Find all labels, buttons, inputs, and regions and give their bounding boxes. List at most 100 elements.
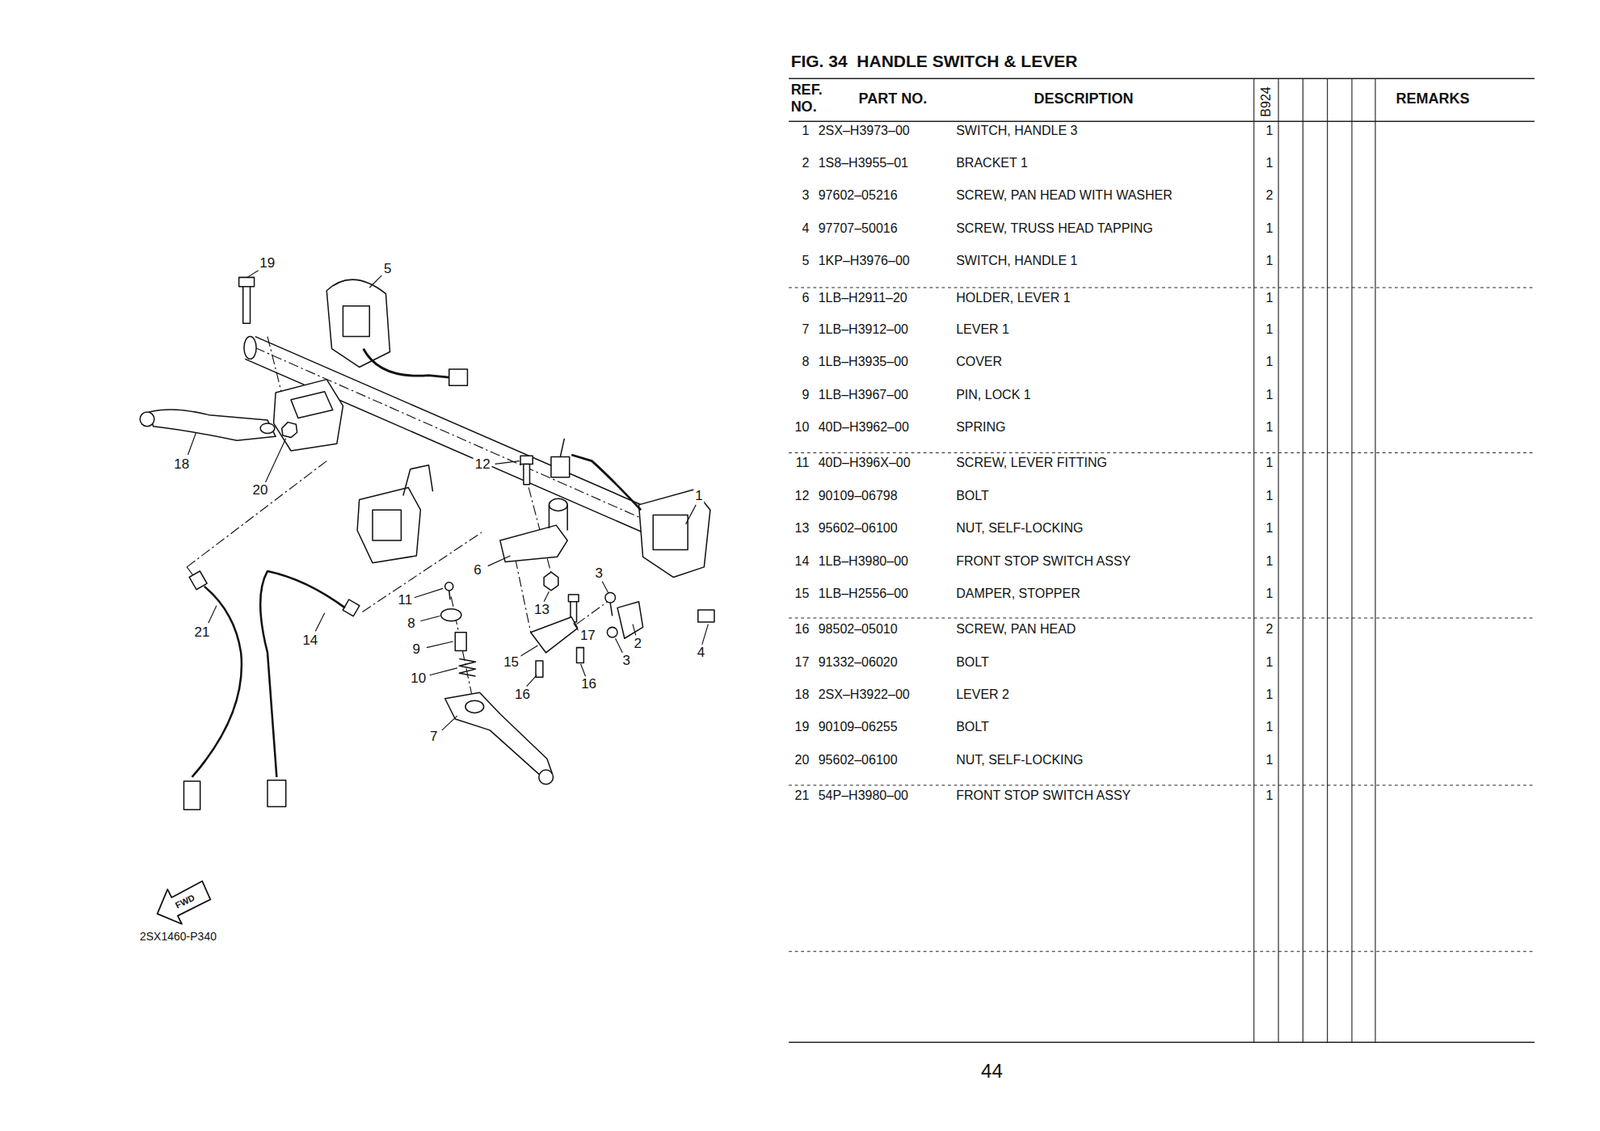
part-description: FRONT STOP SWITCH ASSY <box>955 788 1131 804</box>
callout-number: 4 <box>695 644 707 662</box>
page-number: 44 <box>981 1060 1003 1083</box>
callout-number: 2 <box>631 635 643 653</box>
ref-number: 1 <box>801 122 809 138</box>
part-number: 91332–06020 <box>818 654 898 670</box>
part-number: 98502–05010 <box>818 622 898 637</box>
ref-number: 16 <box>795 622 810 637</box>
ref-number: 9 <box>801 387 809 402</box>
quantity: 1 <box>1265 455 1273 471</box>
quantity: 1 <box>1265 122 1273 138</box>
callout-number: 12 <box>473 456 493 473</box>
callout-number: 13 <box>532 602 552 619</box>
part-number: 40D–H396X–00 <box>818 455 911 471</box>
column-header: DESCRIPTION <box>1034 90 1134 108</box>
part-description: SCREW, TRUSS HEAD TAPPING <box>955 221 1154 236</box>
column-header: PART NO. <box>858 90 928 108</box>
ref-number: 10 <box>795 420 810 435</box>
callout-number: 10 <box>408 670 428 687</box>
quantity: 1 <box>1265 221 1273 236</box>
part-number: 95602–06100 <box>818 521 898 536</box>
quantity: 2 <box>1265 622 1273 637</box>
part-description: BRACKET 1 <box>955 155 1028 171</box>
quantity: 1 <box>1265 553 1273 569</box>
callout-number: 17 <box>578 627 598 645</box>
ref-number: 14 <box>795 553 810 569</box>
part-number: 1LB–H3912–00 <box>818 322 909 337</box>
part-number: 90109–06255 <box>818 720 898 735</box>
part-number: 2SX–H3922–00 <box>818 687 910 703</box>
quantity: 1 <box>1265 290 1273 306</box>
callout-number: 9 <box>410 642 422 659</box>
part-description: SWITCH, HANDLE 3 <box>955 122 1078 138</box>
part-number: 1LB–H3935–00 <box>818 354 909 370</box>
part-number: 1LB–H2556–00 <box>818 586 909 602</box>
callout-number: 16 <box>579 677 598 694</box>
quantity: 1 <box>1265 354 1273 370</box>
part-number: 1LB–H2911–20 <box>818 290 908 306</box>
callout-number: 16 <box>513 686 532 704</box>
ref-number: 5 <box>801 253 809 269</box>
quantity: 1 <box>1265 488 1273 503</box>
callout-number: 1 <box>693 488 704 505</box>
part-number: 90109–06798 <box>818 488 898 503</box>
callout-number: 5 <box>382 261 393 278</box>
callout-number: 3 <box>593 565 605 582</box>
part-number: 54P–H3980–00 <box>818 788 909 804</box>
column-header: REF. NO. <box>791 82 830 116</box>
part-number: 40D–H3962–00 <box>818 420 910 435</box>
ref-number: 2 <box>801 155 809 171</box>
ref-number: 7 <box>801 322 809 337</box>
quantity: 2 <box>1265 188 1273 203</box>
quantity: 1 <box>1265 521 1273 536</box>
quantity: 1 <box>1265 753 1273 768</box>
quantity: 1 <box>1265 322 1273 337</box>
part-description: PIN, LOCK 1 <box>955 387 1031 402</box>
part-number: 2SX–H3973–00 <box>818 122 910 138</box>
callout-number: 6 <box>471 562 483 579</box>
part-number: 95602–06100 <box>818 753 898 768</box>
callout-number: 11 <box>395 592 414 609</box>
callout-number: 21 <box>193 624 212 641</box>
ref-number: 4 <box>801 221 809 236</box>
part-number: 1LB–H3967–00 <box>818 387 909 402</box>
part-number: 97707–50016 <box>818 221 898 236</box>
callout-number: 14 <box>300 632 320 649</box>
part-number: 97602–05216 <box>818 188 898 203</box>
part-description: SWITCH, HANDLE 1 <box>955 253 1078 269</box>
callout-number: 8 <box>405 615 417 632</box>
part-description: NUT, SELF-LOCKING <box>955 753 1083 768</box>
quantity: 1 <box>1265 253 1273 269</box>
quantity: 1 <box>1265 155 1273 171</box>
drawing-code: 2SX1460-P340 <box>139 930 217 944</box>
ref-number: 20 <box>795 753 810 768</box>
part-description: HOLDER, LEVER 1 <box>955 290 1070 306</box>
part-description: SCREW, PAN HEAD WITH WASHER <box>955 188 1173 203</box>
quantity: 1 <box>1265 654 1273 670</box>
quantity: 1 <box>1265 387 1273 402</box>
parts-drawing <box>139 269 715 924</box>
callout-number: 20 <box>251 483 270 500</box>
callout-number: 3 <box>621 652 632 670</box>
ref-number: 12 <box>795 488 810 503</box>
part-description: DAMPER, STOPPER <box>955 586 1081 602</box>
callout-number: 15 <box>501 654 521 671</box>
ref-number: 15 <box>795 586 810 602</box>
part-description: SCREW, LEVER FITTING <box>955 455 1108 471</box>
quantity: 1 <box>1265 586 1273 602</box>
column-header: B924 <box>1258 87 1274 118</box>
callout-number: 7 <box>428 728 439 746</box>
callout-number: 19 <box>257 255 277 272</box>
part-description: BOLT <box>955 720 990 735</box>
part-number: 1LB–H3980–00 <box>818 553 909 569</box>
ref-number: 3 <box>801 188 809 203</box>
quantity: 1 <box>1265 788 1273 804</box>
part-description: COVER <box>955 354 1003 370</box>
part-number: 1S8–H3955–01 <box>818 155 909 171</box>
part-number: 1KP–H3976–00 <box>818 253 910 269</box>
callout-number: 18 <box>172 456 191 473</box>
column-header: REMARKS <box>1395 90 1470 108</box>
part-description: LEVER 2 <box>955 687 1010 703</box>
part-description: BOLT <box>955 654 990 670</box>
table-rules <box>788 78 1535 1043</box>
ref-number: 17 <box>795 654 810 670</box>
